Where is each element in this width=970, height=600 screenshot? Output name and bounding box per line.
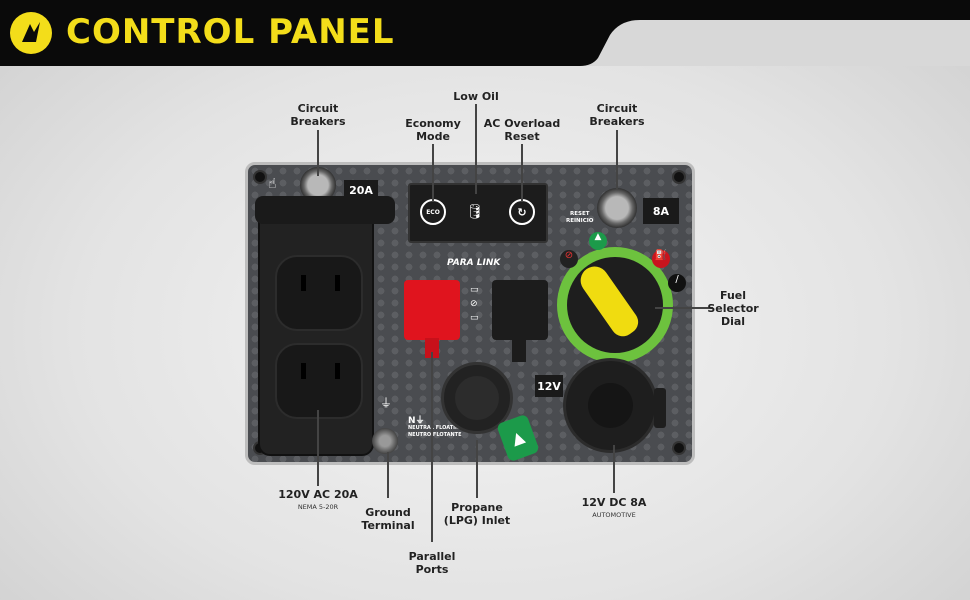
- eco-label: ECO: [426, 208, 440, 216]
- paralink-logo: PARA LINK: [447, 258, 501, 268]
- oil-can-icon: 🛢: [466, 204, 484, 220]
- dc-socket-cap: [588, 383, 633, 428]
- gasoline-icon: ⛽: [652, 250, 670, 268]
- parallel-port-black[interactable]: [492, 280, 548, 340]
- screw-icon: [672, 441, 686, 455]
- ground-terminal[interactable]: [372, 428, 398, 454]
- outlet-cover[interactable]: [255, 196, 395, 224]
- twelve-volt-tag: 12V: [535, 375, 563, 397]
- right-circuit-breaker[interactable]: [597, 188, 637, 228]
- parallel-port-red[interactable]: [404, 280, 460, 340]
- propane-indicator-icon: ▲: [589, 232, 607, 250]
- parallel-connection-icon: ▭⊘▭: [470, 285, 479, 323]
- screw-icon: [253, 170, 267, 184]
- brand-logo-icon: [10, 12, 52, 54]
- page-title: CONTROL PANEL: [66, 12, 395, 52]
- dc-socket-hinge: [654, 388, 666, 428]
- callout-propane-inlet: Propane(LPG) Inlet: [443, 501, 511, 527]
- fuel-off-icon: ⊘: [560, 250, 578, 268]
- propane-inlet-cap: [455, 376, 499, 420]
- ac-outlet-lower[interactable]: [275, 343, 363, 419]
- right-breaker-rating: 8A: [643, 198, 679, 224]
- header-bar: [0, 0, 970, 66]
- neutral-text-en: NEUTRAL FLOATING: [408, 425, 464, 431]
- callout-low-oil: Low Oil: [453, 90, 499, 103]
- ground-symbol-icon: ⏚: [380, 396, 393, 410]
- left-breaker-rating: 20A: [344, 180, 378, 200]
- parallel-port-black-tab: [512, 338, 526, 362]
- reset-hand-icon: ☝: [268, 176, 277, 192]
- on-off-icon: /: [668, 274, 686, 292]
- eco-mode-button[interactable]: ECO: [420, 199, 446, 225]
- ac-outlet-upper[interactable]: [275, 255, 363, 331]
- neutral-text-es: NEUTRO FLOTANTE: [408, 432, 462, 438]
- parallel-port-red-tab: [425, 338, 439, 358]
- reinicio-text: REINICIO: [566, 218, 594, 224]
- ac-overload-reset-button[interactable]: ↻: [509, 199, 535, 225]
- reset-text: RESET: [569, 211, 590, 217]
- screw-icon: [672, 170, 686, 184]
